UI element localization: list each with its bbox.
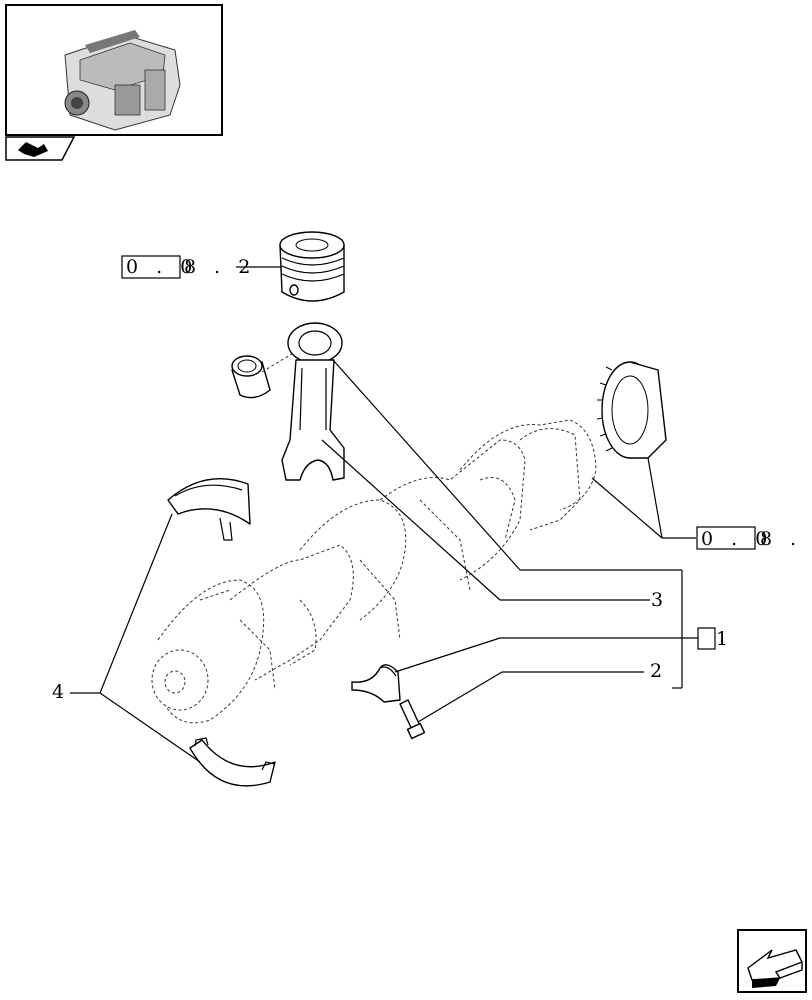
svg-text:0 . 0: 0 . 0 bbox=[701, 528, 773, 550]
svg-text:8 . 2: 8 . 2 bbox=[184, 256, 256, 278]
lower-bearing-shell-part bbox=[189, 737, 276, 787]
svg-text:3: 3 bbox=[651, 589, 663, 611]
gear-ref[interactable]: 0 . 0 8 . 0 bbox=[591, 457, 812, 550]
book-prev-icon[interactable] bbox=[5, 136, 76, 161]
svg-text:0 . 0: 0 . 0 bbox=[126, 256, 198, 278]
svg-text:4: 4 bbox=[52, 681, 64, 703]
callout-bracket bbox=[332, 359, 683, 689]
arrow-next-icon[interactable] bbox=[737, 929, 807, 993]
callout-4[interactable]: 4 bbox=[52, 513, 201, 763]
svg-text:8 . 0: 8 . 0 bbox=[760, 528, 812, 550]
bolt-part bbox=[399, 699, 426, 740]
piston-part bbox=[279, 231, 345, 302]
bushing-part bbox=[231, 351, 296, 399]
crankshaft-part bbox=[151, 419, 597, 724]
piston-ref[interactable]: 0 . 0 8 . 2 bbox=[121, 255, 282, 279]
rod-cap-part bbox=[351, 664, 401, 703]
svg-text:2: 2 bbox=[650, 660, 662, 682]
connecting-rod-part bbox=[281, 322, 345, 481]
svg-text:1: 1 bbox=[716, 628, 728, 650]
callout-1[interactable]: 1 bbox=[394, 627, 728, 673]
upper-bearing-shell-part bbox=[167, 478, 251, 541]
callout-3[interactable]: 3 bbox=[321, 439, 663, 611]
engine-thumbnail[interactable] bbox=[5, 4, 223, 136]
gear-part bbox=[596, 361, 667, 459]
callout-2[interactable]: 2 bbox=[417, 660, 662, 723]
